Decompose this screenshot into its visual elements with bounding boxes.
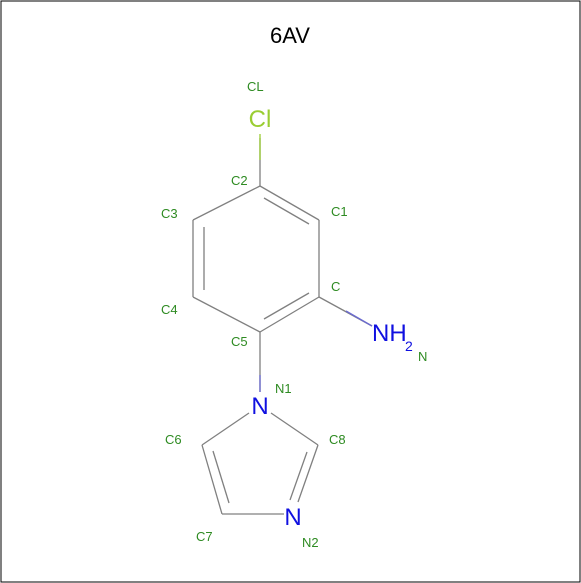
atom-names: CL C2 C3 C1 C C4 C5 N N1 C6 C8 C7 N2 (161, 79, 427, 550)
bond-c7-c6-inner (212, 450, 230, 504)
bond-c3-c2 (192, 185, 261, 221)
atom-name-n2: N2 (302, 535, 319, 550)
bond-c2-c1 (259, 185, 320, 221)
atom-name-c1: C1 (331, 204, 348, 219)
bond-n-tint (345, 310, 373, 327)
bond-n1-c6 (201, 412, 250, 446)
atom-name-n: N (418, 349, 427, 364)
bond-c2-c1-inner (263, 197, 310, 225)
atom-name-c4: C4 (161, 302, 178, 317)
bond-c8-n2 (297, 444, 319, 503)
bond-c-c5-inner (263, 292, 310, 320)
atom-name-cl: CL (247, 79, 264, 94)
atom-name-c6: C6 (165, 432, 182, 447)
element-amine: NH (372, 320, 407, 347)
atom-name-c3: C3 (161, 206, 178, 221)
atom-name-c: C (331, 279, 340, 294)
bond-c-c5 (259, 296, 320, 333)
molecule-title: 6AV (270, 23, 310, 48)
atom-name-n1: N1 (275, 381, 292, 396)
bond-tints (259, 134, 373, 392)
element-amine-h-count: 2 (405, 338, 413, 354)
element-n2: N (284, 504, 301, 531)
element-n1: N (251, 393, 268, 420)
atom-name-c5: C5 (231, 334, 248, 349)
bond-c8-n2-inner (289, 451, 308, 501)
atom-name-c8: C8 (329, 432, 346, 447)
bond-c7-c6 (201, 444, 223, 515)
atom-name-c2: C2 (231, 173, 248, 188)
bond-n1-c8 (270, 412, 319, 446)
atom-name-c7: C7 (196, 529, 213, 544)
element-chlorine: Cl (249, 106, 272, 133)
bonds (192, 138, 373, 515)
bond-c5-c4 (192, 296, 261, 333)
